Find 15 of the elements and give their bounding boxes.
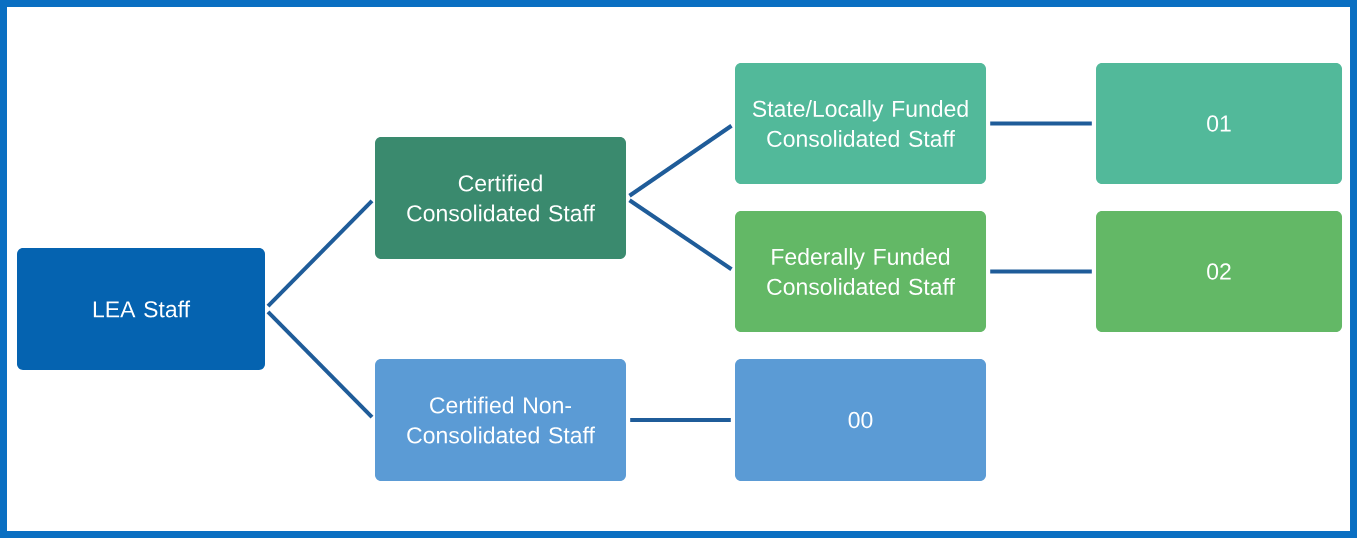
connector-line — [990, 121, 1092, 126]
category-box: State/Locally Funded Consolidated Staff — [735, 63, 986, 184]
category-box: LEA Staff — [17, 248, 265, 370]
category-box: Certified Non-Consolidated Staff — [375, 359, 626, 481]
connector-line — [990, 269, 1092, 274]
category-box: Federally Funded Consolidated Staff — [735, 211, 986, 332]
connector-line — [266, 310, 374, 419]
connector-line — [628, 124, 733, 198]
code-box: 02 — [1096, 211, 1342, 332]
code-box: 00 — [735, 359, 986, 481]
connector-line — [630, 418, 731, 422]
connector-line — [628, 198, 733, 271]
category-box: Certified Consolidated Staff — [375, 137, 626, 259]
code-box: 01 — [1096, 63, 1342, 184]
connector-line — [266, 199, 374, 308]
